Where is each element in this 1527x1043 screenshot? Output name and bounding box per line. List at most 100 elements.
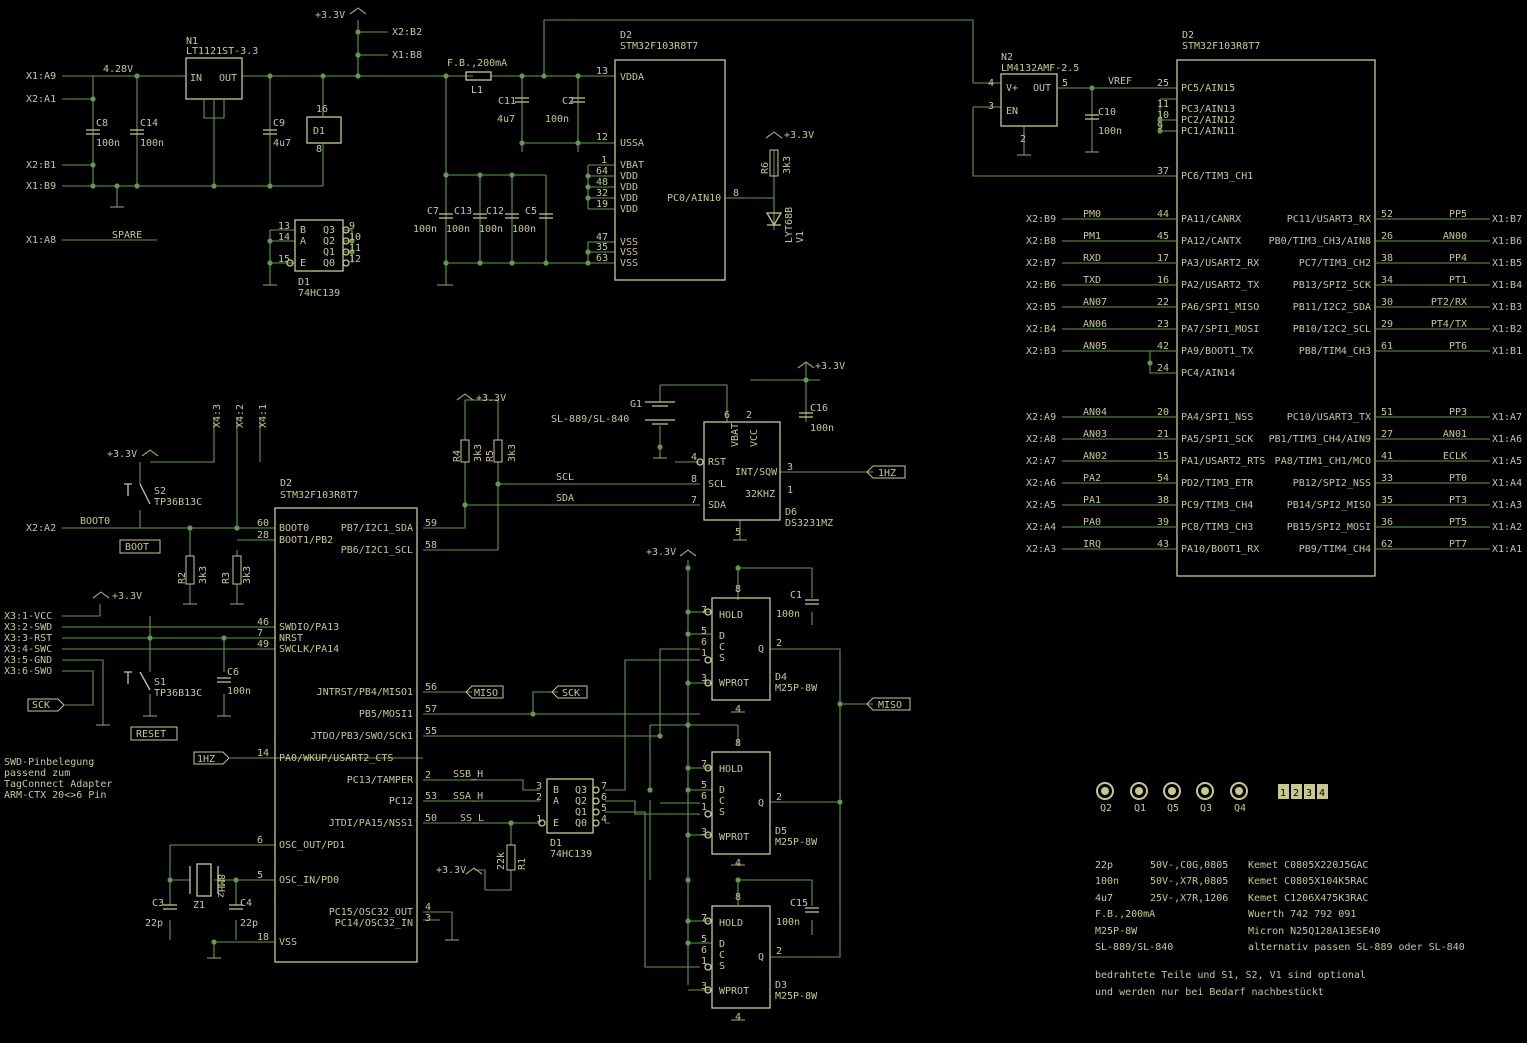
pin-number: 63 — [596, 253, 608, 264]
pin-name: PC4/AIN14 — [1181, 368, 1235, 379]
component-value: 22k — [496, 852, 507, 870]
net-label: PA2 — [1083, 473, 1101, 484]
connector-label: X2:A5 — [1026, 500, 1056, 511]
net-flag-1hz: 1HZ — [197, 754, 215, 765]
connector-label: X2:A4 — [1026, 522, 1056, 533]
rtc-body — [703, 421, 781, 521]
component-value: 4u7 — [497, 114, 515, 125]
bom-part: Kemet C0805X220J5GAC — [1248, 860, 1368, 871]
pin-name: PB15/SPI2_MOSI — [1287, 522, 1371, 533]
component-ref: C2 — [562, 96, 574, 107]
variant-mark: 2 — [1293, 788, 1299, 799]
pin-name: VSS — [620, 237, 638, 248]
pin-number: 9 — [1157, 121, 1163, 132]
connector-label: X1:A3 — [1492, 500, 1522, 511]
connector-label: X2:B2 — [392, 27, 422, 38]
pin-number: 8 — [735, 584, 741, 595]
pin-name: INT/SQW — [735, 467, 778, 478]
pin-number: 29 — [1381, 319, 1393, 330]
pin-name: PA8/TIM1_CH1/MCO — [1275, 456, 1371, 467]
component-value: 100n — [776, 609, 800, 620]
pin-number: 14 — [278, 232, 290, 243]
pin-number: 8 — [735, 738, 741, 749]
crystal-body — [196, 863, 212, 897]
pin-number: 24 — [1157, 363, 1169, 374]
pin-name: PB11/I2C2_SDA — [1293, 302, 1371, 313]
power-label: +3.3V — [107, 449, 137, 460]
net-label: AN02 — [1083, 451, 1107, 462]
pin-number: 3 — [536, 781, 542, 792]
connector-label: X1:B4 — [1492, 280, 1522, 291]
pin-name: SWCLK/PA14 — [279, 644, 339, 655]
connector-label: X2:B8 — [1026, 236, 1056, 247]
component-value: 3k3 — [473, 444, 484, 462]
swd-note-line: SWD-Pinbelegung — [4, 757, 94, 768]
component-ref: C4 — [240, 898, 252, 909]
pin-number: 34 — [1381, 275, 1393, 286]
pin-name: PC10/USART3_TX — [1287, 412, 1371, 423]
pin-name: 32KHZ — [745, 489, 775, 500]
bom-part: Micron N25Q128A13ESE40 — [1248, 926, 1380, 937]
pin-number: 28 — [257, 530, 269, 541]
battery-symbol — [645, 401, 675, 425]
component-ref: D1 — [313, 126, 325, 137]
pin-name: S — [719, 653, 725, 664]
reset-button-label: RESET — [136, 729, 166, 740]
pin-name: Q3 — [575, 785, 587, 796]
testpoint-label: Q2 — [1100, 803, 1112, 814]
net-label: SS_L — [460, 813, 484, 824]
pin-number: 21 — [1157, 429, 1169, 440]
component-ref: D2 — [620, 30, 632, 41]
component-value: 100n — [545, 114, 569, 125]
component-ref: D3 — [775, 980, 787, 991]
connector-label: X1:A7 — [1492, 412, 1522, 423]
pin-number: 43 — [1157, 539, 1169, 550]
component-value: 100n — [96, 138, 120, 149]
pin-number: 54 — [1157, 473, 1169, 484]
power-label: +3.3V — [112, 591, 142, 602]
pin-name: PC12 — [389, 796, 413, 807]
net-label: SSB_H — [453, 769, 483, 780]
component-ref: D2 — [1182, 30, 1194, 41]
pin-number: 5 — [701, 934, 707, 945]
pin-name: PB0/TIM3_CH3/AIN8 — [1269, 236, 1371, 247]
pin-number: 58 — [425, 540, 437, 551]
net-label: PT2/RX — [1431, 297, 1467, 308]
component-value: 100n — [227, 686, 251, 697]
note-line: bedrahtete Teile und S1, S2, V1 sind opt… — [1095, 970, 1366, 981]
component-part: 74HC139 — [550, 849, 592, 860]
pin-number: 56 — [425, 682, 437, 693]
net-label: AN03 — [1083, 429, 1107, 440]
component-ref: D4 — [775, 672, 787, 683]
boot-button-label: BOOT — [125, 542, 149, 553]
pin-name: E — [553, 818, 559, 829]
net-label: AN01 — [1443, 429, 1467, 440]
net-flag-1hz: 1HZ — [878, 468, 896, 479]
component-part: 74HC139 — [298, 288, 340, 299]
net-label: PM1 — [1083, 231, 1101, 242]
pin-number: 4 — [601, 814, 607, 825]
bom-part: Wuerth 742 792 091 — [1248, 909, 1356, 920]
connector-label: X2:A7 — [1026, 456, 1056, 467]
pin-number: 53 — [425, 791, 437, 802]
component-value: 8MHz — [215, 874, 226, 898]
pin-name: HOLD — [719, 610, 743, 621]
component-value: 100n — [413, 224, 437, 235]
pin-number: 15 — [1157, 451, 1169, 462]
bom-spec: 50V-,X7R,0805 — [1150, 876, 1228, 887]
connector-label: X2:A2 — [26, 523, 56, 534]
connector-label: X1:B6 — [1492, 236, 1522, 247]
pin-name: C — [719, 796, 725, 807]
component-part: LYT68B — [784, 207, 795, 243]
pin-name: WPROT — [719, 986, 749, 997]
component-value: 100n — [479, 224, 503, 235]
pin-name: VBAT — [620, 160, 644, 171]
pin-number: 2 — [425, 770, 431, 781]
component-value: 4u7 — [273, 138, 291, 149]
pin-name: JTDI/PA15/NSS1 — [329, 818, 413, 829]
net-flag-miso: MISO — [878, 700, 902, 711]
component-ref: D5 — [775, 826, 787, 837]
connector-label: X1:A2 — [1492, 522, 1522, 533]
connector-label: X4:1 — [258, 404, 269, 428]
component-ref: Z1 — [193, 900, 205, 911]
